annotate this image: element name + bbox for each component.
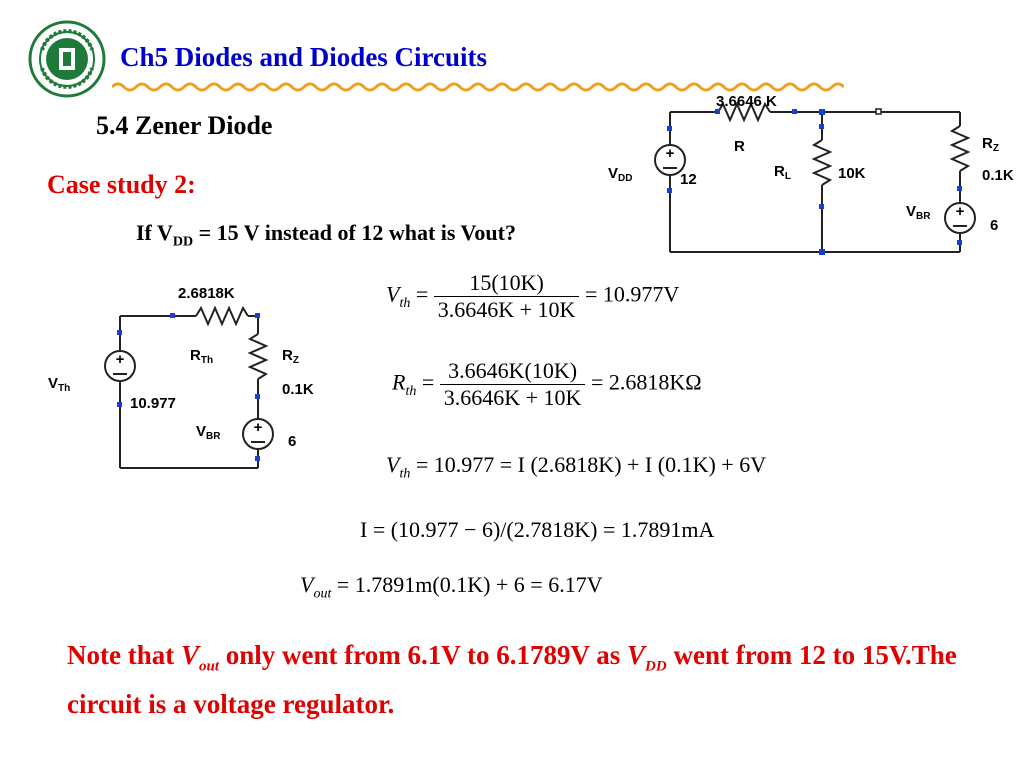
- circuit-thevenin: + + 2.6818K RTh RZ 0.1K VTh 10.977 VBR 6: [48, 285, 314, 469]
- equation-vout: Vout = 1.7891m(0.1K) + 6 = 6.17V: [300, 572, 603, 602]
- c2-r-value: 2.6818K: [178, 285, 235, 302]
- svg-text:+: +: [666, 145, 675, 162]
- svg-text:+: +: [254, 419, 263, 436]
- c1-vbr-label: VBR: [906, 203, 931, 222]
- c2-rz-label: RZ: [282, 347, 299, 366]
- c2-rz-value: 0.1K: [282, 381, 314, 398]
- c1-vdd-label: VDD: [608, 165, 632, 184]
- c1-rz-label: RZ: [982, 135, 999, 154]
- equation-vth: Vth = 15(10K)3.6646K + 10K = 10.977V: [386, 270, 680, 322]
- c2-vth-value: 10.977: [130, 395, 176, 412]
- equation-current: I = (10.977 − 6)/(2.7818K) = 1.7891mA: [360, 517, 715, 542]
- equation-kvl: Vth = 10.977 = I (2.6818K) + I (0.1K) + …: [386, 452, 767, 482]
- c2-vbr-label: VBR: [196, 423, 221, 442]
- c2-vbr-value: 6: [288, 433, 296, 450]
- svg-text:+: +: [116, 351, 125, 368]
- c2-rth-label: RTh: [190, 347, 213, 366]
- c1-vdd-value: 12: [680, 171, 697, 188]
- section-heading: 5.4 Zener Diode: [96, 111, 273, 140]
- question-text: If VDD = 15 V instead of 12 what is Vout…: [136, 220, 516, 250]
- c1-rz-value: 0.1K: [982, 167, 1014, 184]
- c1-rl-label: RL: [774, 163, 791, 182]
- circuit-original: + + 3.6646 K R RL 10K VDD 12 RZ 0.1K VBR…: [608, 93, 1014, 255]
- c1-rl-value: 10K: [838, 165, 866, 182]
- svg-text:+: +: [956, 203, 965, 220]
- c1-r-label: R: [734, 138, 745, 155]
- c1-r-value: 3.6646 K: [716, 93, 777, 110]
- case-study-heading: Case study 2:: [47, 170, 196, 199]
- equation-rth: Rth = 3.6646K(10K)3.6646K + 10K = 2.6818…: [392, 358, 702, 410]
- title-divider: [112, 82, 844, 92]
- c2-vth-label: VTh: [48, 375, 70, 394]
- c1-vbr-value: 6: [990, 217, 998, 234]
- note-text: Note that Vout only went from 6.1V to 6.…: [67, 640, 957, 720]
- page-title: Ch5 Diodes and Diodes Circuits: [120, 42, 488, 72]
- university-logo: [28, 20, 106, 98]
